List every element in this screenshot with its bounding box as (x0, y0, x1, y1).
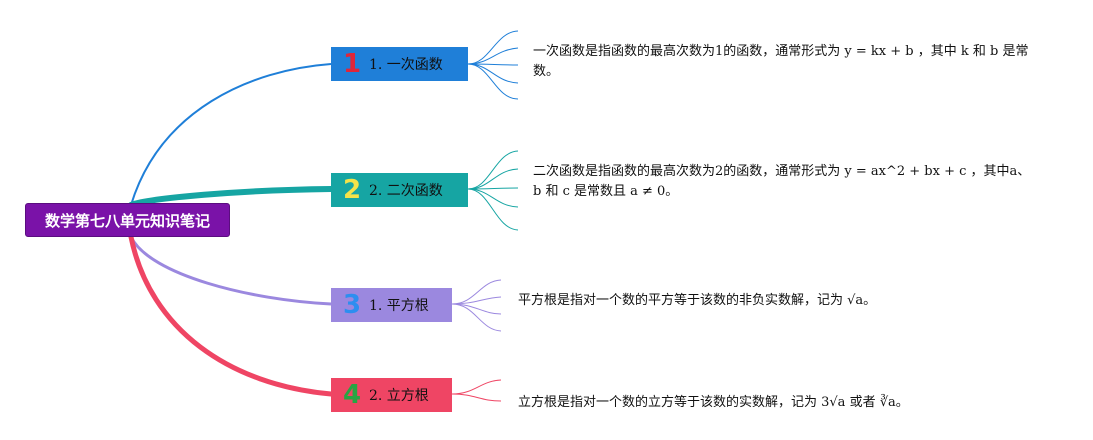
number-1-icon: 1 (342, 49, 362, 79)
note-linear-function[interactable]: 一次函数是指函数的最高次数为1的函数，通常形式为 y = kx + b ，其中 … (533, 44, 1029, 79)
number-4-icon: 4 (342, 380, 362, 410)
topic-label: 1. 一次函数 (369, 57, 443, 73)
number-3-icon: 3 (342, 290, 362, 320)
number-2-icon: 2 (342, 175, 362, 205)
root-topic[interactable]: 数学第七八单元知识笔记 (25, 203, 230, 237)
topic-label: 2. 立方根 (369, 388, 429, 404)
branch-line-1 (130, 63, 332, 206)
fan-lines-3 (451, 279, 502, 332)
note-square-root[interactable]: 平方根是指对一个数的平方等于该数的非负实数解，记为 √a。 (518, 293, 877, 308)
branch-line-2 (128, 186, 334, 208)
note-cube-root[interactable]: 立方根是指对一个数的立方等于该数的实数解，记为 3√a 或者 ∛a。 (518, 395, 909, 410)
topic-label: 2. 二次函数 (369, 183, 443, 199)
fan-lines-4 (451, 379, 502, 402)
topic-cube-root[interactable]: 4 2. 立方根 (331, 378, 452, 412)
note-quadratic-function[interactable]: 二次函数是指函数的最高次数为2的函数，通常形式为 y = ax^2 + bx +… (533, 164, 1031, 199)
topic-square-root[interactable]: 3 1. 平方根 (331, 288, 452, 322)
topic-quadratic-function[interactable]: 2 2. 二次函数 (331, 173, 468, 207)
fan-lines-2 (467, 150, 519, 231)
branch-line-3 (129, 236, 332, 306)
topic-linear-function[interactable]: 1 1. 一次函数 (331, 47, 468, 81)
fan-lines-1 (467, 30, 519, 100)
branch-line-4 (128, 234, 334, 397)
topic-label: 1. 平方根 (369, 298, 429, 314)
